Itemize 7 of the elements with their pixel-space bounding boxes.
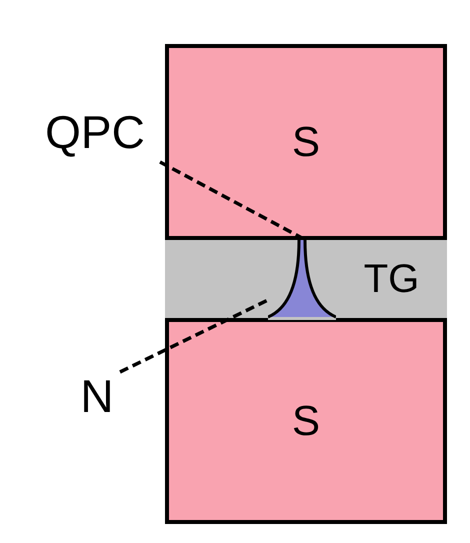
source-block: S: [165, 44, 447, 240]
leader-line: [119, 298, 269, 374]
gate-electrode: [165, 240, 268, 318]
gate-electrode: TG: [336, 240, 447, 318]
region-label: N: [72, 368, 122, 424]
source-block: S: [165, 318, 447, 524]
region-label: QPC: [28, 104, 162, 160]
